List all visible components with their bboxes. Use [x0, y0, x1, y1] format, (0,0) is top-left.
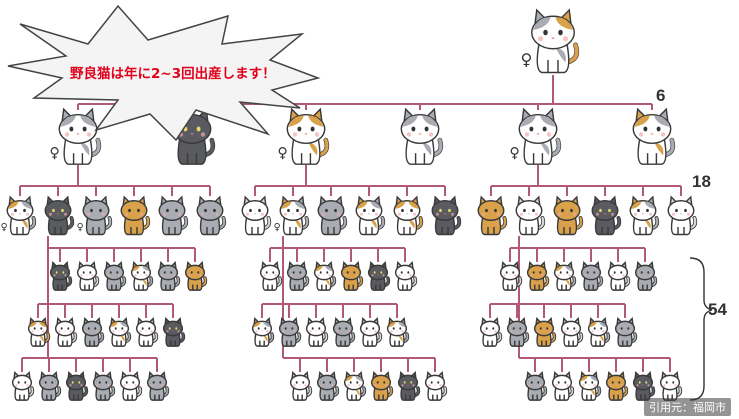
cat-figure: [551, 371, 575, 401]
cat-figure: [393, 195, 424, 236]
callout-starburst: [7, 4, 321, 142]
female-symbol: ♀: [77, 222, 84, 233]
cat-figure: ♀: [509, 107, 562, 165]
cat-figure: [251, 317, 275, 347]
cat-figure: [157, 261, 181, 291]
cat-figure: [632, 107, 676, 165]
cat-figure: [11, 371, 35, 401]
cat-figure: [313, 261, 337, 291]
cat-figure: ♀: [77, 195, 113, 236]
female-symbol: ♀: [49, 146, 59, 162]
cat-figure: [27, 317, 51, 347]
cat-figure: [241, 195, 272, 236]
cat-figure: [553, 195, 584, 236]
cat-figure: [135, 317, 159, 347]
cat-figure: [634, 261, 658, 291]
cat-figure: [343, 371, 367, 401]
cat-figure: [587, 317, 611, 347]
cat-figure: [305, 317, 329, 347]
cat-figure: [184, 261, 208, 291]
gen3-count-label: 54: [708, 300, 727, 319]
cat-figure: [38, 371, 62, 401]
cat-figure: [400, 107, 444, 165]
cat-figure: [316, 371, 340, 401]
cat-figure: [65, 371, 89, 401]
starburst-shape: [7, 4, 321, 142]
cat-figure: [49, 261, 73, 291]
cat-figure: [317, 195, 348, 236]
cat-figure: [289, 371, 313, 401]
cat-figure: [278, 317, 302, 347]
cat-figure: [479, 317, 503, 347]
cat-figure: [560, 317, 584, 347]
cat-figure: [605, 371, 629, 401]
cat-figure: [580, 261, 604, 291]
cat-figure: [359, 317, 383, 347]
cat-figure: [386, 317, 410, 347]
cat-figure: [158, 195, 189, 236]
cat-figure: [632, 371, 656, 401]
cat-figure: [524, 371, 548, 401]
cat-figure: [397, 371, 421, 401]
cat-figure: [526, 261, 550, 291]
cat-figure: [667, 195, 698, 236]
cat-figure: [196, 195, 227, 236]
cat-figure: [54, 317, 78, 347]
cat-figure: [506, 317, 530, 347]
cat-figure: ♀: [1, 195, 37, 236]
female-symbol: ♀: [274, 222, 281, 233]
cat-figure: ♀: [49, 107, 102, 165]
cat-figures: ♀ ♀ ♀ ♀ ♀ ♀ ♀: [1, 8, 698, 401]
cat-figure: [355, 195, 386, 236]
gen2-count-label: 18: [692, 172, 711, 191]
cat-figure: [259, 261, 283, 291]
cat-figure: [103, 261, 127, 291]
cat-figure: [515, 195, 546, 236]
female-symbol: ♀: [509, 146, 519, 162]
cat-figure: [477, 195, 508, 236]
tree-connector-lines: [19, 75, 713, 401]
cat-figure: [340, 261, 364, 291]
cat-figure: [424, 371, 448, 401]
cat-figure: [162, 317, 186, 347]
cat-figure: ♀: [274, 195, 310, 236]
cat-figure: [591, 195, 622, 236]
cat-figure: [286, 261, 310, 291]
cat-figure: ♀: [521, 8, 580, 74]
cat-figure: [44, 195, 75, 236]
female-symbol: ♀: [521, 50, 533, 69]
cat-figure: [76, 261, 100, 291]
cat-figure: [553, 261, 577, 291]
source-credit: 引用元：福岡市: [644, 398, 731, 416]
cat-figure: [146, 371, 170, 401]
cat-figure: [130, 261, 154, 291]
gen3-bracket: [689, 257, 713, 401]
cat-figure: [578, 371, 602, 401]
cat-figure: [629, 195, 660, 236]
female-symbol: ♀: [277, 146, 287, 162]
cat-figure: [533, 317, 557, 347]
female-symbol: ♀: [1, 222, 8, 233]
gen1-count-label: 6: [656, 86, 666, 105]
cat-figure: [659, 371, 683, 401]
cat-figure: [92, 371, 116, 401]
cat-figure: [431, 195, 462, 236]
cat-figure: [108, 317, 132, 347]
cat-figure: [172, 107, 216, 165]
cat-figure: [394, 261, 418, 291]
cat-figure: [332, 317, 356, 347]
cat-figure: [499, 261, 523, 291]
cat-figure: [120, 195, 151, 236]
cat-figure: [614, 317, 638, 347]
cat-figure: [367, 261, 391, 291]
cat-figure: ♀: [277, 107, 330, 165]
callout-text: 野良猫は年に2~3回出産します！: [70, 66, 276, 82]
cat-figure: [607, 261, 631, 291]
cat-figure: [370, 371, 394, 401]
cat-figure: [81, 317, 105, 347]
cat-figure: [119, 371, 143, 401]
